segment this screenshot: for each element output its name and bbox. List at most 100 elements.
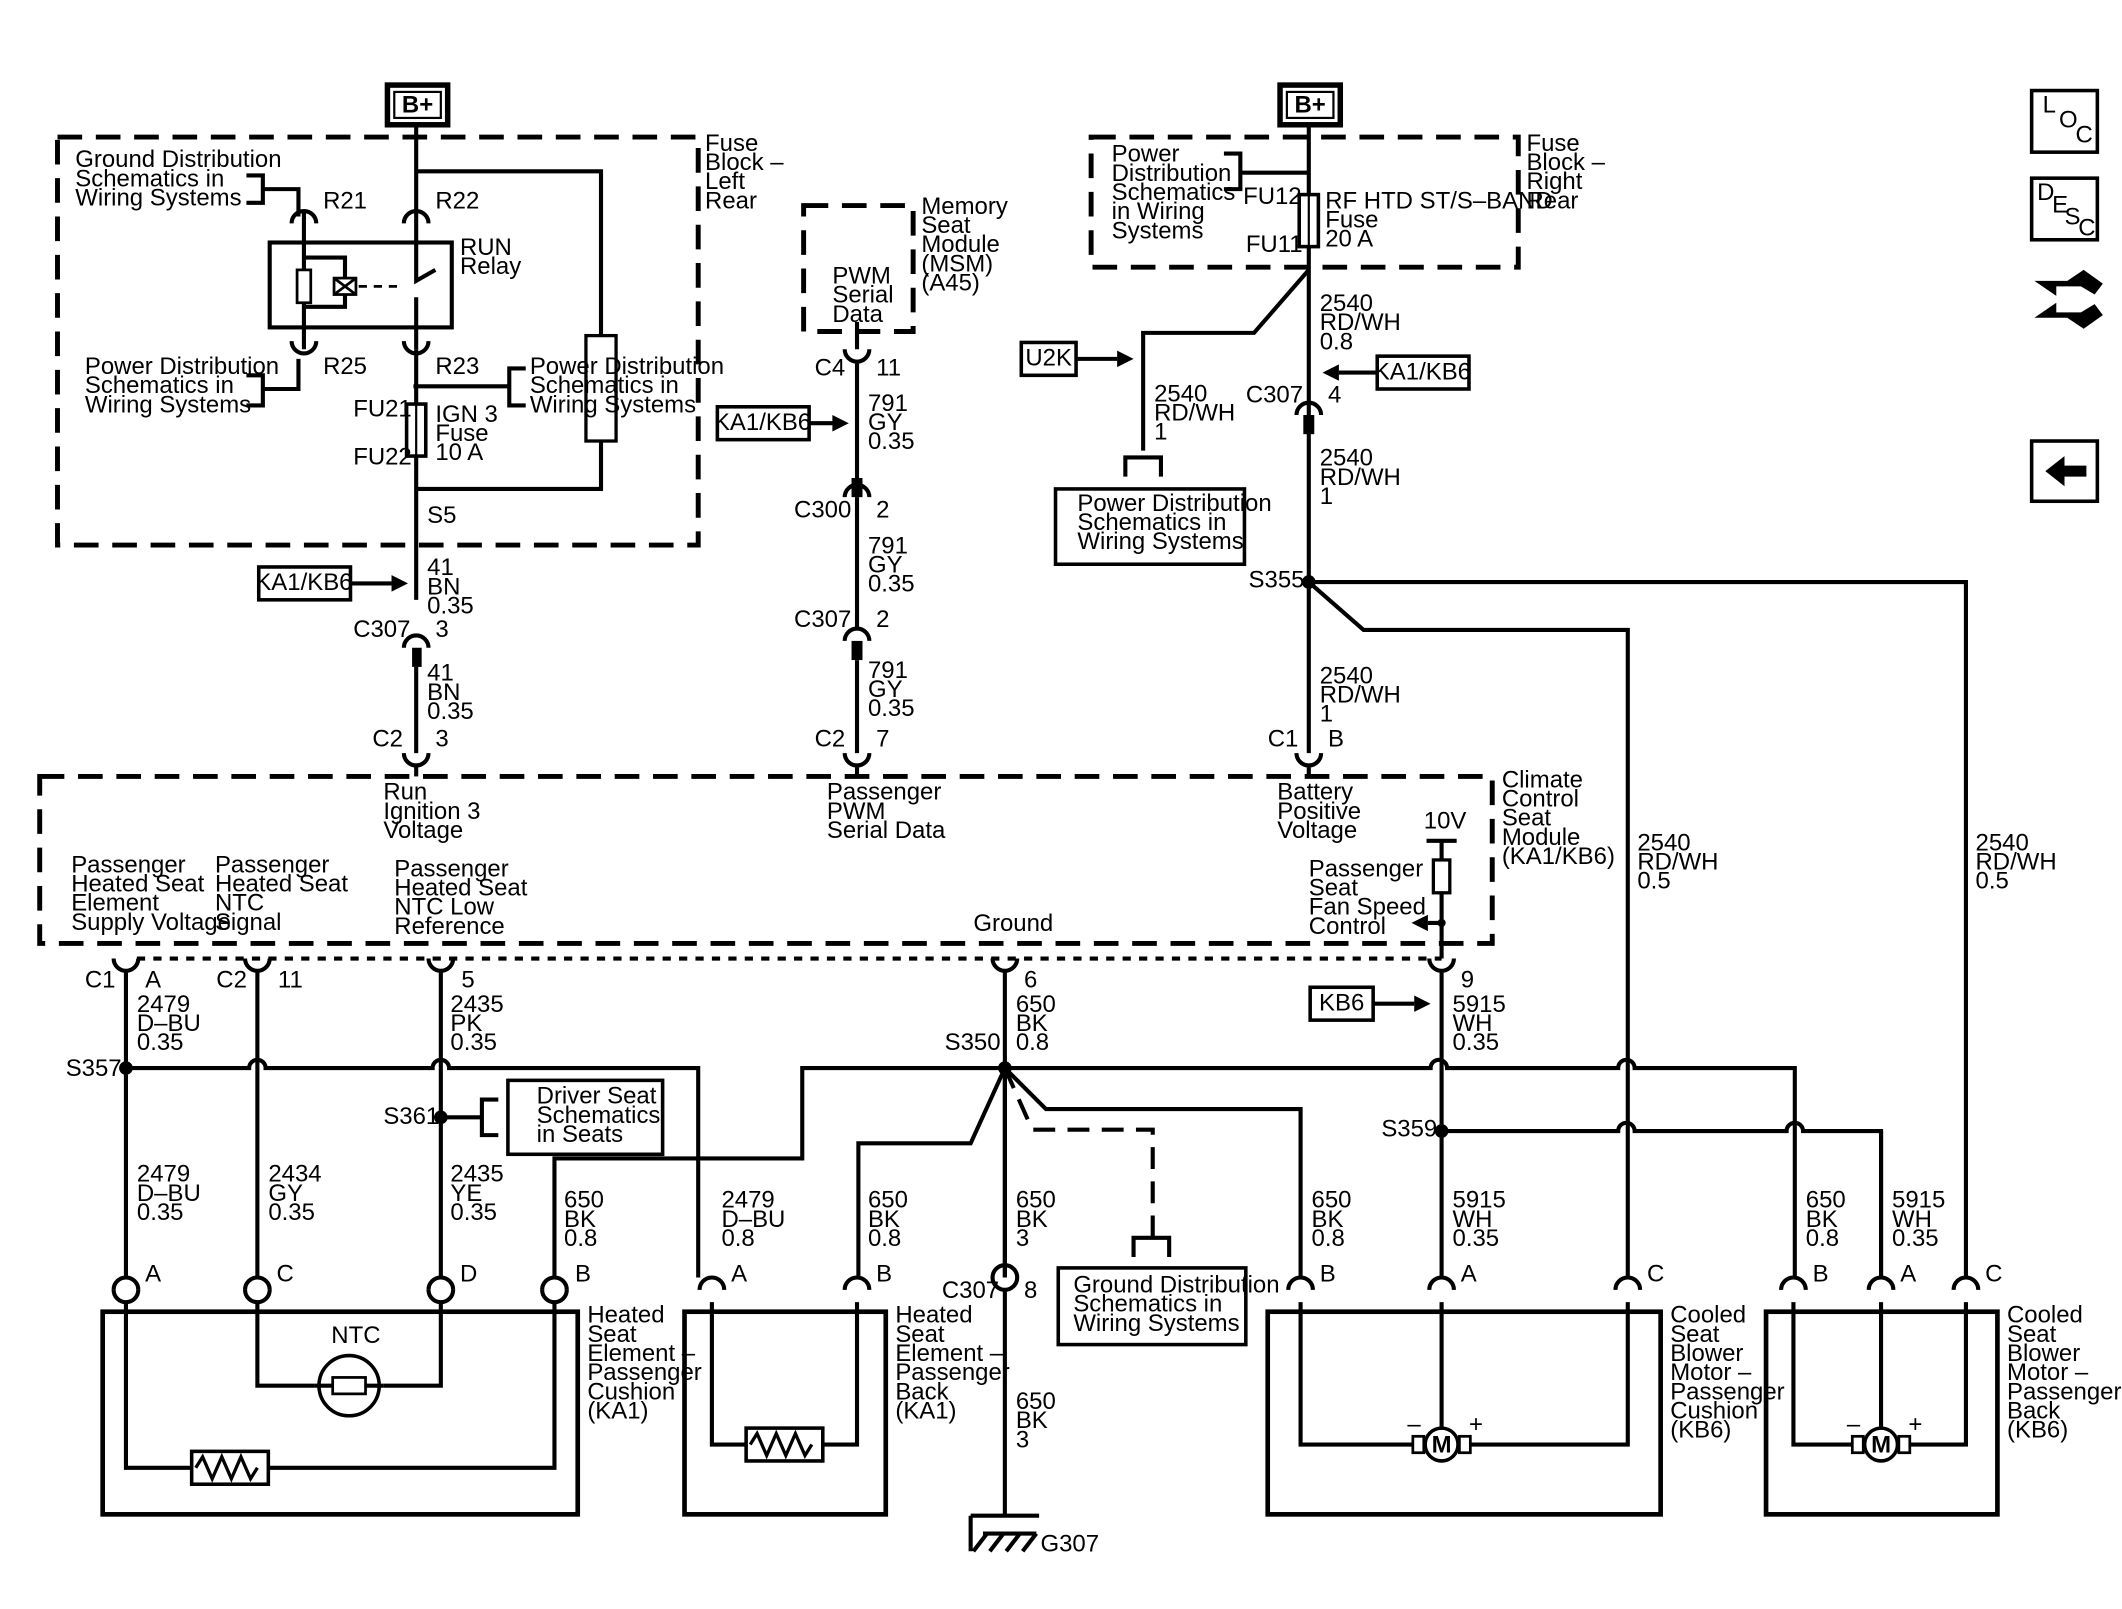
svg-text:5915: 5915 bbox=[1892, 1187, 1945, 1214]
pin-r25: R25 bbox=[323, 353, 367, 380]
desc-button[interactable]: D E S C bbox=[2029, 176, 2100, 242]
connector-c2-3: C2 3 bbox=[372, 725, 449, 777]
svg-text:Memory: Memory bbox=[921, 193, 1007, 220]
svg-text:Driver Seat: Driver Seat bbox=[537, 1083, 657, 1110]
svg-text:2479: 2479 bbox=[137, 991, 190, 1018]
wire-650-c: 650 BK 0.8 bbox=[868, 1187, 908, 1252]
svg-text:Serial Data: Serial Data bbox=[827, 817, 946, 844]
ref-ground-distribution-bottom: Ground Distribution Schematics in Wiring… bbox=[1056, 1266, 1280, 1347]
svg-text:2479: 2479 bbox=[137, 1161, 190, 1188]
svg-text:–: – bbox=[1847, 1411, 1861, 1438]
svg-text:(MSM): (MSM) bbox=[921, 250, 993, 277]
svg-text:–: – bbox=[1407, 1411, 1421, 1438]
svg-text:Distribution: Distribution bbox=[1112, 160, 1232, 187]
wire-791-b: 791 GY 0.35 bbox=[868, 532, 915, 597]
svg-text:FU22: FU22 bbox=[353, 443, 412, 470]
svg-text:650: 650 bbox=[1016, 1388, 1056, 1415]
svg-text:RF HTD ST/S–BAND: RF HTD ST/S–BAND bbox=[1325, 187, 1552, 214]
svg-text:(KB6): (KB6) bbox=[1670, 1417, 1731, 1444]
wire-2540-a: 2540 RD/WH 0.8 bbox=[1320, 290, 1401, 355]
loc-button[interactable]: L O C bbox=[2029, 88, 2100, 154]
wire-650-b: 650 BK 0.8 bbox=[564, 1187, 604, 1252]
svg-text:(A45): (A45) bbox=[921, 269, 980, 296]
signal-battery-positive: Battery Positive Voltage bbox=[1277, 779, 1361, 844]
svg-text:Heated Seat: Heated Seat bbox=[394, 875, 527, 902]
ref-ground-distribution-top: Ground Distribution Schematics in Wiring… bbox=[75, 146, 281, 211]
svg-text:Motor –: Motor – bbox=[1670, 1359, 1752, 1386]
svg-text:KB6: KB6 bbox=[1319, 990, 1364, 1017]
svg-text:Element –: Element – bbox=[895, 1340, 1003, 1367]
svg-text:Block –: Block – bbox=[705, 149, 784, 176]
rf-htd-fuse: RF HTD ST/S–BAND Fuse 20 A FU12 FU11 bbox=[1243, 183, 1553, 258]
wire-2540-b: 2540 RD/WH 1 bbox=[1154, 380, 1235, 445]
conn-c2-791-pin: 7 bbox=[876, 725, 889, 752]
svg-text:Control: Control bbox=[1502, 786, 1579, 813]
option-tag-ka1kb6-left: KA1/KB6 bbox=[255, 565, 408, 602]
svg-text:Cushion: Cushion bbox=[587, 1378, 675, 1405]
option-tag-u2k: U2K bbox=[1019, 340, 1134, 378]
svg-text:O: O bbox=[2059, 107, 2078, 134]
svg-text:Fuse: Fuse bbox=[1526, 130, 1579, 157]
svg-text:D: D bbox=[460, 1261, 477, 1288]
svg-text:B: B bbox=[575, 1261, 591, 1288]
wire-2434: 2434 GY 0.35 bbox=[268, 1161, 321, 1226]
back-arrow-icon[interactable] bbox=[2029, 439, 2100, 504]
svg-text:Wiring Systems: Wiring Systems bbox=[1073, 1310, 1239, 1337]
pin-r23: R23 bbox=[435, 353, 479, 380]
svg-text:20 A: 20 A bbox=[1325, 226, 1373, 253]
svg-text:9: 9 bbox=[1461, 966, 1474, 993]
svg-text:Blower: Blower bbox=[2007, 1340, 2080, 1367]
svg-text:0.8: 0.8 bbox=[1806, 1225, 1839, 1252]
splice-s355: S355 bbox=[1249, 567, 1305, 594]
wire-791-a: 791 GY 0.35 bbox=[868, 390, 915, 455]
svg-text:3: 3 bbox=[435, 725, 448, 752]
svg-text:0.8: 0.8 bbox=[1016, 1029, 1049, 1056]
svg-text:D–BU: D–BU bbox=[721, 1206, 785, 1233]
wire-2540-d: 2540 RD/WH 1 bbox=[1320, 662, 1401, 727]
svg-text:Cooled: Cooled bbox=[2007, 1302, 2083, 1329]
fuse-block-left-label: Fuse Block – Left Rear bbox=[705, 130, 784, 214]
svg-text:RD/WH: RD/WH bbox=[1320, 464, 1401, 491]
svg-text:BN: BN bbox=[427, 679, 460, 706]
svg-text:in Seats: in Seats bbox=[537, 1121, 624, 1148]
ref-power-distribution-r25: Power Distribution Schematics in Wiring … bbox=[85, 353, 279, 418]
svg-text:Ground Distribution: Ground Distribution bbox=[75, 146, 281, 173]
svg-text:Heated: Heated bbox=[895, 1302, 972, 1329]
svg-text:3: 3 bbox=[1016, 1225, 1029, 1252]
svg-text:0.35: 0.35 bbox=[427, 698, 474, 725]
module-pins: C1 A C2 11 5 6 9 bbox=[85, 958, 1474, 993]
option-tag-ka1kb6-msm: KA1/KB6 bbox=[714, 405, 849, 442]
svg-text:C: C bbox=[2075, 122, 2092, 149]
svg-text:650: 650 bbox=[868, 1187, 908, 1214]
svg-text:C: C bbox=[1647, 1261, 1664, 1288]
svg-text:in Wiring: in Wiring bbox=[1112, 198, 1205, 225]
wire-650-a: 650 BK 0.8 bbox=[1016, 991, 1056, 1056]
connector-icon[interactable] bbox=[2034, 269, 2103, 329]
svg-text:BK: BK bbox=[1312, 1206, 1344, 1233]
svg-text:S: S bbox=[2065, 204, 2081, 231]
wire-2435-a: 2435 PK 0.35 bbox=[450, 991, 503, 1056]
svg-text:NTC Low: NTC Low bbox=[394, 894, 494, 921]
svg-text:3: 3 bbox=[435, 616, 448, 643]
wire-2479-a: 2479 D–BU 0.35 bbox=[137, 991, 201, 1056]
splice-s359: S359 bbox=[1381, 1115, 1437, 1142]
connector-c307-41: C307 3 bbox=[353, 616, 449, 667]
svg-text:0.35: 0.35 bbox=[1892, 1225, 1939, 1252]
svg-text:0.35: 0.35 bbox=[137, 1029, 184, 1056]
svg-text:Schematics in: Schematics in bbox=[1073, 1291, 1222, 1318]
svg-text:Fuse: Fuse bbox=[1325, 206, 1378, 233]
svg-text:Systems: Systems bbox=[1112, 217, 1204, 244]
svg-text:Wiring Systems: Wiring Systems bbox=[85, 391, 251, 418]
svg-text:6: 6 bbox=[1024, 966, 1037, 993]
svg-text:Heated: Heated bbox=[587, 1302, 664, 1329]
svg-text:791: 791 bbox=[868, 532, 908, 559]
svg-text:NTC: NTC bbox=[215, 890, 264, 917]
svg-text:Fan Speed: Fan Speed bbox=[1309, 894, 1426, 921]
svg-text:650: 650 bbox=[1806, 1187, 1846, 1214]
wire-2540-e: 2540 RD/WH 0.5 bbox=[1637, 829, 1718, 894]
svg-text:0.35: 0.35 bbox=[268, 1199, 315, 1226]
svg-text:GY: GY bbox=[868, 551, 903, 578]
svg-text:BK: BK bbox=[1806, 1206, 1838, 1233]
svg-text:2540: 2540 bbox=[1637, 829, 1690, 856]
svg-text:0.8: 0.8 bbox=[1312, 1225, 1345, 1252]
